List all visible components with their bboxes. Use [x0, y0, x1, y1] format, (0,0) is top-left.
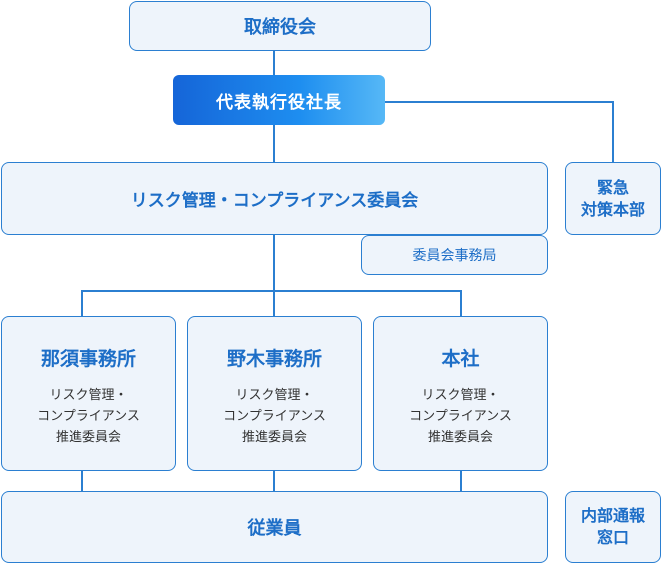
- office-nasu-box: 那須事務所 リスク管理・ コンプライアンス 推進委員会: [1, 316, 176, 471]
- office-hq-line3: 推進委員会: [427, 430, 493, 445]
- office-nasu-title: 那須事務所: [40, 348, 136, 370]
- hotline-label-line1: 内部通報: [580, 506, 645, 525]
- office-nogi-line3: 推進委員会: [241, 430, 307, 445]
- connector-office-2-bottom: [273, 470, 275, 492]
- employees-box: 従業員: [1, 491, 548, 563]
- employees-label: 従業員: [247, 518, 302, 539]
- office-hq-committee: リスク管理・ コンプライアンス 推進委員会: [409, 385, 512, 448]
- office-nogi-title: 野木事務所: [226, 348, 322, 370]
- office-hq-box: 本社 リスク管理・ コンプライアンス 推進委員会: [373, 316, 548, 471]
- connector-ceo-emergency-h: [384, 101, 614, 103]
- ceo-box: 代表執行役社長: [173, 75, 385, 125]
- ceo-label: 代表執行役社長: [216, 92, 342, 113]
- office-nogi-line2: コンプライアンス: [223, 409, 326, 424]
- emergency-label-line2: 対策本部: [580, 199, 645, 219]
- office-nogi-box: 野木事務所 リスク管理・ コンプライアンス 推進委員会: [187, 316, 362, 471]
- office-hq-line1: リスク管理・: [421, 388, 500, 403]
- connector-office-1-bottom: [81, 470, 83, 492]
- board-box: 取締役会: [129, 1, 431, 51]
- emergency-hq-box: 緊急 対策本部: [565, 162, 661, 235]
- office-nasu-line2: コンプライアンス: [37, 409, 140, 424]
- office-nasu-line1: リスク管理・: [49, 388, 128, 403]
- hotline-label-line2: 窓口: [596, 528, 629, 547]
- office-hq-line2: コンプライアンス: [409, 409, 512, 424]
- office-nasu-line3: 推進委員会: [55, 430, 121, 445]
- office-nogi-line1: リスク管理・: [235, 388, 314, 403]
- committee-label: リスク管理・コンプライアンス委員会: [130, 191, 419, 211]
- secretariat-label: 委員会事務局: [412, 248, 497, 264]
- connector-ceo-committee: [273, 124, 275, 162]
- connector-office-3-top: [460, 290, 462, 317]
- office-hq-title: 本社: [441, 348, 480, 370]
- emergency-label-line1: 緊急: [596, 177, 629, 197]
- connector-office-3-bottom: [460, 470, 462, 492]
- secretariat-box: 委員会事務局: [361, 235, 548, 275]
- connector-office-2-top: [273, 290, 275, 317]
- committee-box: リスク管理・コンプライアンス委員会: [1, 162, 548, 235]
- connector-offices-horizontal: [81, 290, 462, 292]
- office-nogi-committee: リスク管理・ コンプライアンス 推進委員会: [223, 385, 326, 448]
- board-label: 取締役会: [244, 17, 316, 38]
- office-nasu-committee: リスク管理・ コンプライアンス 推進委員会: [37, 385, 140, 448]
- hotline-box: 内部通報 窓口: [565, 491, 661, 563]
- connector-ceo-emergency-v: [612, 101, 614, 162]
- connector-board-ceo: [273, 50, 275, 75]
- connector-office-1-top: [81, 290, 83, 317]
- connector-committee-offices: [273, 235, 275, 292]
